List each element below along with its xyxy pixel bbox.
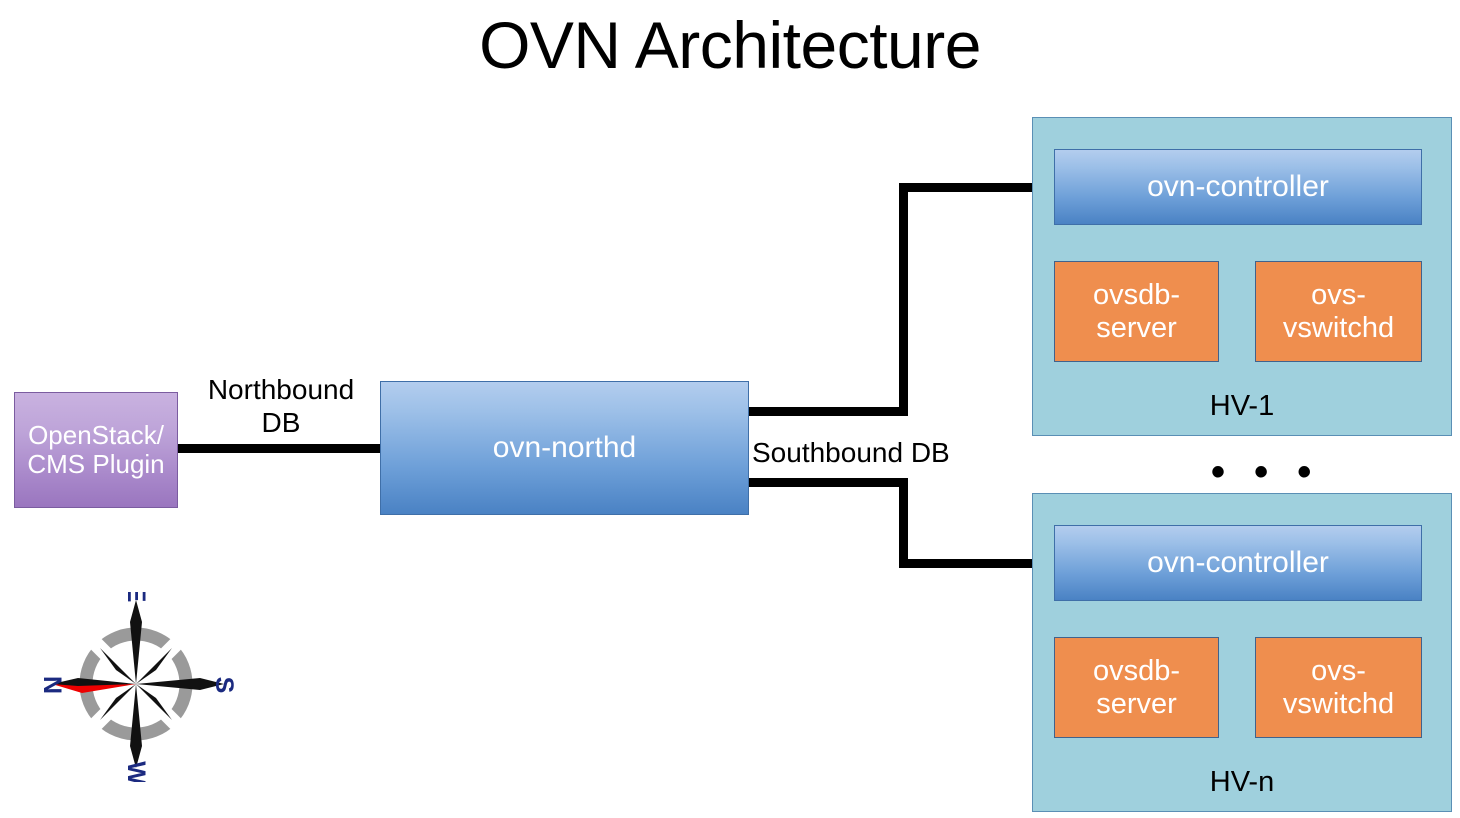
hypervisor-hv1-label: HV-1 (1209, 390, 1275, 422)
connector-southbound-hv1-seg2 (899, 183, 908, 415)
node-hv1-ovn-controller[interactable]: ovn-controller (1054, 149, 1422, 225)
connector-southbound-hvn-seg3 (899, 559, 1061, 568)
connector-southbound-hv1-seg3 (899, 183, 1061, 192)
node-hv1-ovsdb-server[interactable]: ovsdb- server (1054, 261, 1219, 362)
node-hv1-ovs-vswitchd[interactable]: ovs- vswitchd (1255, 261, 1422, 362)
edge-label-southbound: Southbound DB (752, 437, 950, 468)
node-hvn-ovsdb-server[interactable]: ovsdb- server (1054, 637, 1219, 738)
connector-northbound (176, 444, 384, 453)
hypervisor-hvn-label: HV-n (1209, 766, 1275, 798)
node-ovn-northd[interactable]: ovn-northd (380, 381, 749, 515)
node-hvn-ovn-controller[interactable]: ovn-controller (1054, 525, 1422, 601)
hypervisor-hvn[interactable]: ovn-controller ovsdb- server ovs- vswitc… (1032, 493, 1452, 812)
hypervisor-hv1[interactable]: ovn-controller ovsdb- server ovs- vswitc… (1032, 117, 1452, 436)
compass-label-e: E (122, 592, 150, 602)
node-openstack-cms-plugin[interactable]: OpenStack/ CMS Plugin (14, 392, 178, 508)
connector-southbound-hvn-seg2 (899, 478, 908, 568)
page-title: OVN Architecture (479, 8, 981, 82)
connector-southbound-hvn-seg1 (748, 478, 908, 487)
compass-label-s: S (210, 677, 234, 694)
node-hvn-ovs-vswitchd[interactable]: ovs- vswitchd (1255, 637, 1422, 738)
hypervisors-ellipsis: • • • (1211, 450, 1321, 494)
connector-southbound-hv1-seg1 (748, 407, 908, 416)
edge-label-northbound: Northbound DB (207, 374, 355, 439)
compass-rose: E S W N (38, 592, 234, 782)
compass-label-w: W (122, 761, 150, 782)
compass-label-n: N (38, 676, 66, 694)
